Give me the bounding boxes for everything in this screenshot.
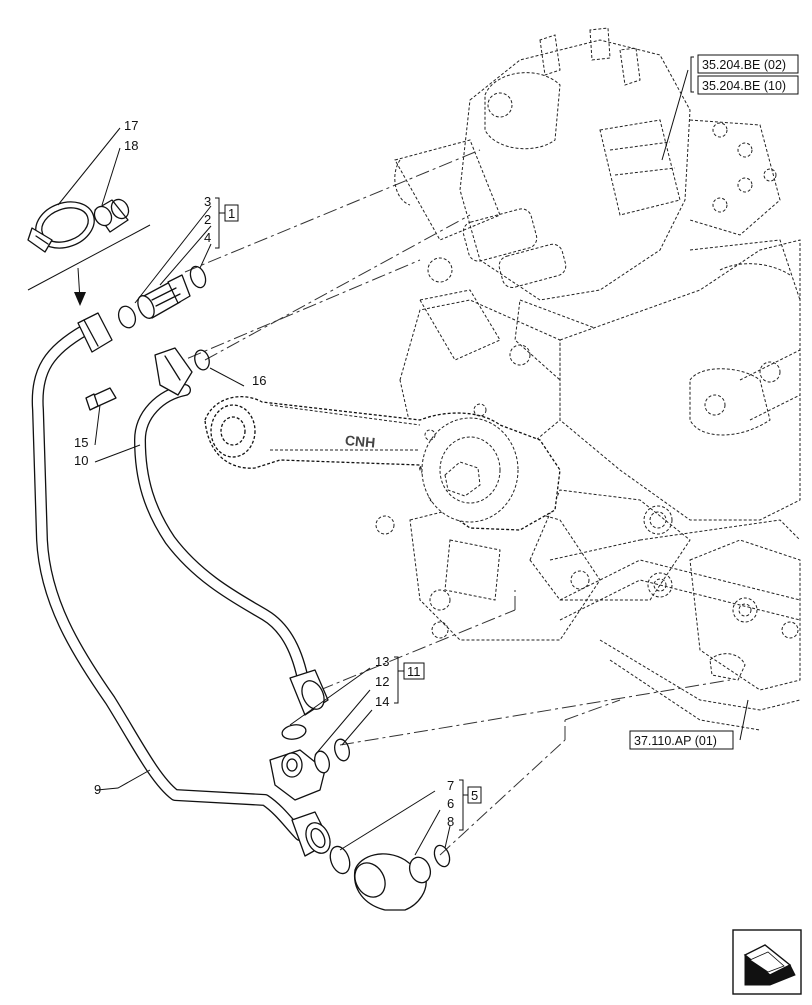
callout-6: 6: [447, 796, 454, 811]
navigation-arrow-icon[interactable]: [732, 929, 802, 995]
axle-housing: [375, 239, 801, 641]
callout-16: 16: [252, 373, 266, 388]
callout-12: 12: [375, 674, 389, 689]
callout-13: 13: [375, 654, 389, 669]
kit-11: 11: [407, 664, 421, 679]
adapter-fitting: [117, 265, 207, 329]
hose-clamp-part: [27, 201, 95, 253]
callout-17: 17: [124, 118, 138, 133]
callout-7: 7: [447, 778, 454, 793]
bracket-kit-11: [394, 656, 399, 704]
bolt-part: [85, 387, 117, 411]
callout-18: 18: [124, 138, 138, 153]
reference-link-b[interactable]: 35.204.BE (10): [702, 79, 786, 93]
callout-2: 2: [204, 212, 211, 227]
elbow-fitting-upper: [269, 724, 350, 801]
callout-14: 14: [375, 694, 389, 709]
reference-box-b[interactable]: [697, 75, 799, 95]
callout-8: 8: [447, 814, 454, 829]
reference-link-c[interactable]: 37.110.AP (01): [634, 734, 717, 748]
callout-9: 9: [94, 782, 101, 797]
reference-box-a[interactable]: [697, 54, 799, 74]
callout-4: 4: [204, 230, 211, 245]
kit-5: 5: [471, 788, 478, 803]
brand-logo: CNH: [344, 432, 376, 451]
section-divider: [27, 224, 151, 291]
bracket-kit-1: [215, 197, 220, 249]
callout-3: 3: [204, 194, 211, 209]
frame-rails: [549, 519, 801, 731]
callout-15: 15: [74, 435, 88, 450]
center-lines: [164, 149, 731, 856]
lift-arm: CNH: [204, 396, 561, 531]
reference-link-a[interactable]: 35.204.BE (02): [702, 58, 786, 72]
valve-block-assembly: [394, 27, 781, 381]
leader-lines: [57, 69, 749, 856]
bracket-kit-5: [459, 779, 464, 831]
kit-box-1: [224, 204, 239, 222]
reference-box-c[interactable]: [629, 730, 734, 750]
kit-1: 1: [228, 206, 235, 221]
callout-10: 10: [74, 453, 88, 468]
pipe-10: [134, 347, 329, 716]
kit-box-11: [403, 662, 425, 680]
pipe-9: [31, 312, 331, 857]
kit-box-5: [467, 786, 482, 804]
elbow-fitting-lower: [329, 844, 451, 911]
sleeve-part: [93, 198, 130, 233]
o-ring-16: [194, 349, 210, 371]
